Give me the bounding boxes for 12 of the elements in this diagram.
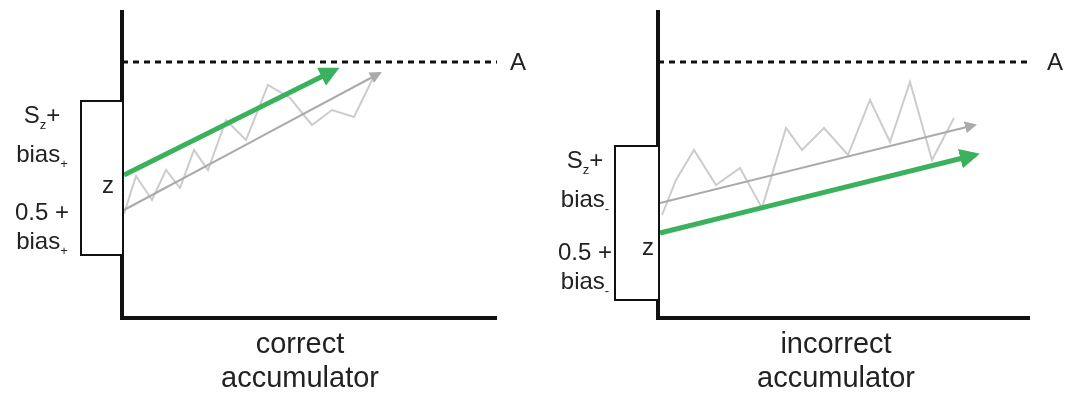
bound-annotation: 0.5 + bias$_{+}$ <box>13 197 70 260</box>
axis-caption: correct accumulator <box>220 326 380 394</box>
bound-annotation: S$_{z}$+ bias$_{+}$ <box>15 100 69 173</box>
start-point-box <box>614 145 660 301</box>
variable-label: z <box>102 172 114 198</box>
start-point-box <box>80 100 124 256</box>
threshold-label: A <box>510 48 526 76</box>
threshold-label: A <box>1047 48 1063 76</box>
bound-annotation: 0.5 + bias$_{-}$ <box>556 237 613 300</box>
variable-label: z <box>642 234 654 260</box>
axis-caption: incorrect accumulator <box>756 326 916 394</box>
bound-annotation: S$_{z}$+ bias$_{-}$ <box>559 145 611 218</box>
